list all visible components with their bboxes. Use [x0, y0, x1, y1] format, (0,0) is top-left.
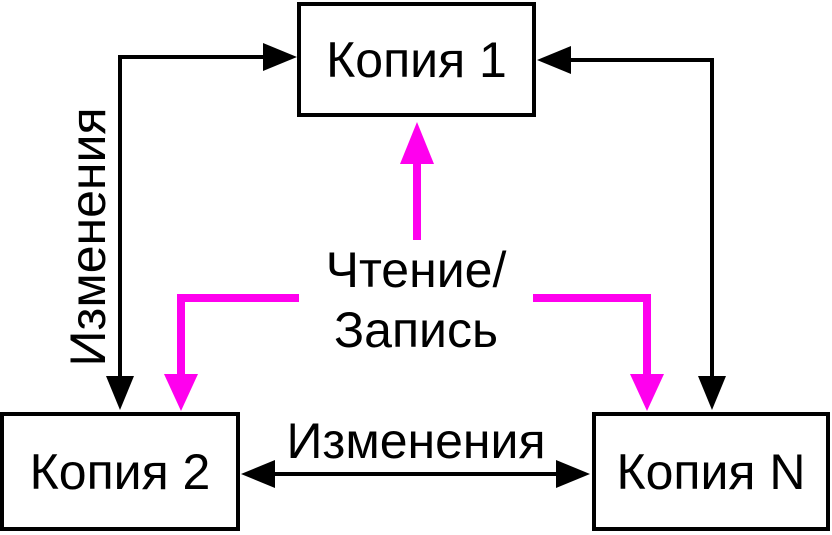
arrow-changes-copy2-copyN-left-arrowhead-icon: [241, 460, 275, 488]
arrow-changes-copy2-copyN: [241, 460, 590, 488]
node-copyN: Копия N: [592, 412, 830, 531]
label-changes-horizontal: Изменения: [286, 413, 546, 469]
arrow-read-write-copyN-down-arrowhead-icon: [630, 374, 664, 411]
arrow-read-write-copy1-up-arrowhead-icon: [400, 122, 434, 164]
node-copy2: Копия 2: [0, 412, 240, 531]
arrow-read-write-copyN: [533, 294, 664, 411]
arrow-read-write-copy2-line: [177, 294, 299, 378]
node-copy2-label: Копия 2: [29, 443, 211, 500]
arrow-read-write-copy1: [400, 122, 434, 240]
arrow-read-write-copy2-down-arrowhead-icon: [164, 374, 198, 411]
label-read-write-line2: Запись: [333, 302, 499, 358]
label-read-write-line1: Чтение/: [325, 242, 507, 298]
node-copy1-label: Копия 1: [326, 31, 507, 88]
label-changes-vertical: Изменения: [60, 107, 116, 367]
arrow-changes-copyN-copy1-down-arrowhead-icon: [698, 376, 726, 410]
node-copy1: Копия 1: [297, 2, 536, 117]
arrow-changes-copy2-copy1: [106, 43, 297, 410]
arrow-changes-copy2-copy1-right-arrowhead-icon: [263, 43, 297, 71]
arrow-changes-copyN-copy1-left-arrowhead-icon: [537, 46, 571, 74]
arrow-changes-copy2-copy1-down-arrowhead-icon: [106, 376, 134, 410]
arrow-changes-copyN-copy1: [537, 46, 726, 410]
arrow-read-write-copyN-line: [533, 294, 651, 378]
label-read-write: Чтение/ Запись: [296, 240, 536, 360]
arrow-read-write-copy2: [164, 294, 299, 411]
node-copyN-label: Копия N: [616, 443, 806, 500]
arrow-changes-copy2-copyN-right-arrowhead-icon: [556, 460, 590, 488]
